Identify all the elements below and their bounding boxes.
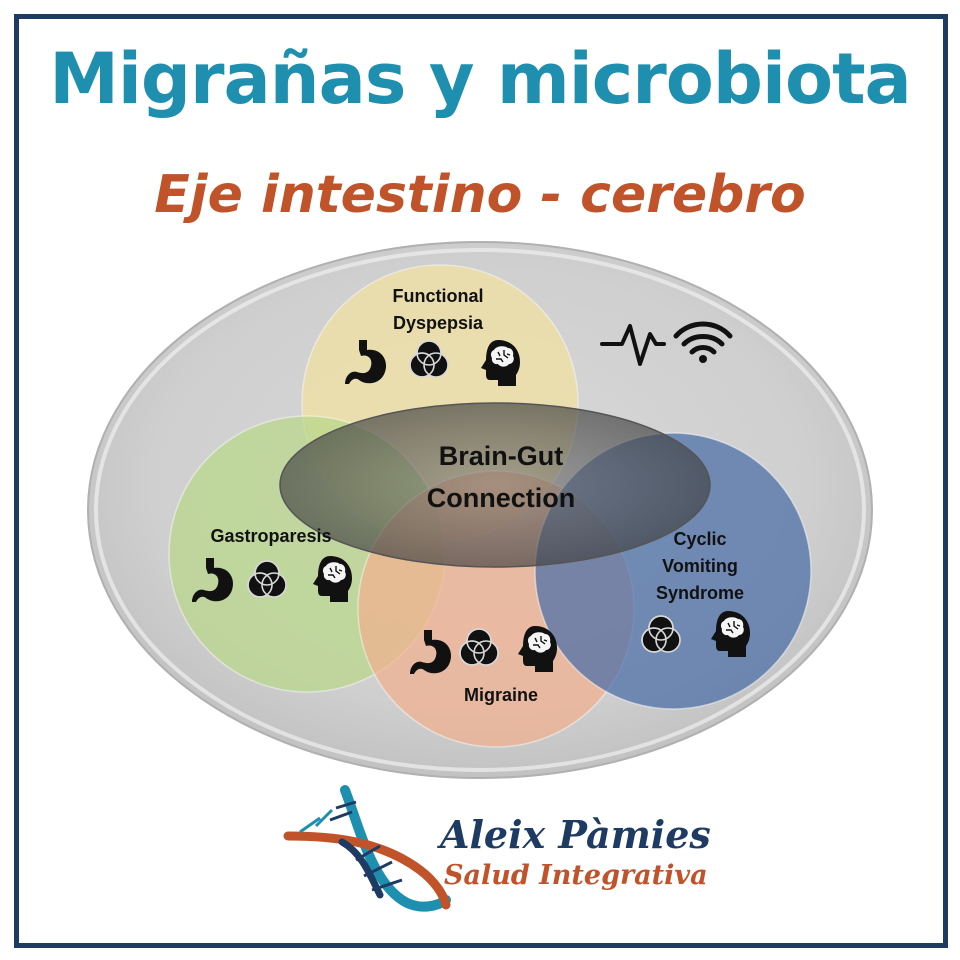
- cv-label-line3: Syndrome: [656, 583, 744, 603]
- cv-label-line2: Vomiting: [662, 556, 738, 576]
- wifi-icon: [673, 321, 733, 363]
- dna-logo-icon: [283, 785, 451, 912]
- logo-tagline: Salud Integrativa: [444, 860, 708, 891]
- fd-label-line2: Dyspepsia: [393, 313, 484, 333]
- logo-name: Aleix Pàmies: [440, 812, 711, 857]
- brain-gut-ellipse: [279, 402, 711, 568]
- page-subtitle: Eje intestino - cerebro: [154, 165, 806, 225]
- brain-gut-label-line2: Connection: [427, 483, 576, 513]
- fd-label-line1: Functional: [393, 286, 484, 306]
- migraine-label: Migraine: [464, 685, 538, 705]
- cv-label-line1: Cyclic: [673, 529, 726, 549]
- gastroparesis-label: Gastroparesis: [210, 526, 331, 546]
- heartbeat-icon: [600, 324, 666, 366]
- brain-gut-label-line1: Brain-Gut: [439, 441, 564, 471]
- page-title: Migrañas y microbiota: [49, 38, 912, 120]
